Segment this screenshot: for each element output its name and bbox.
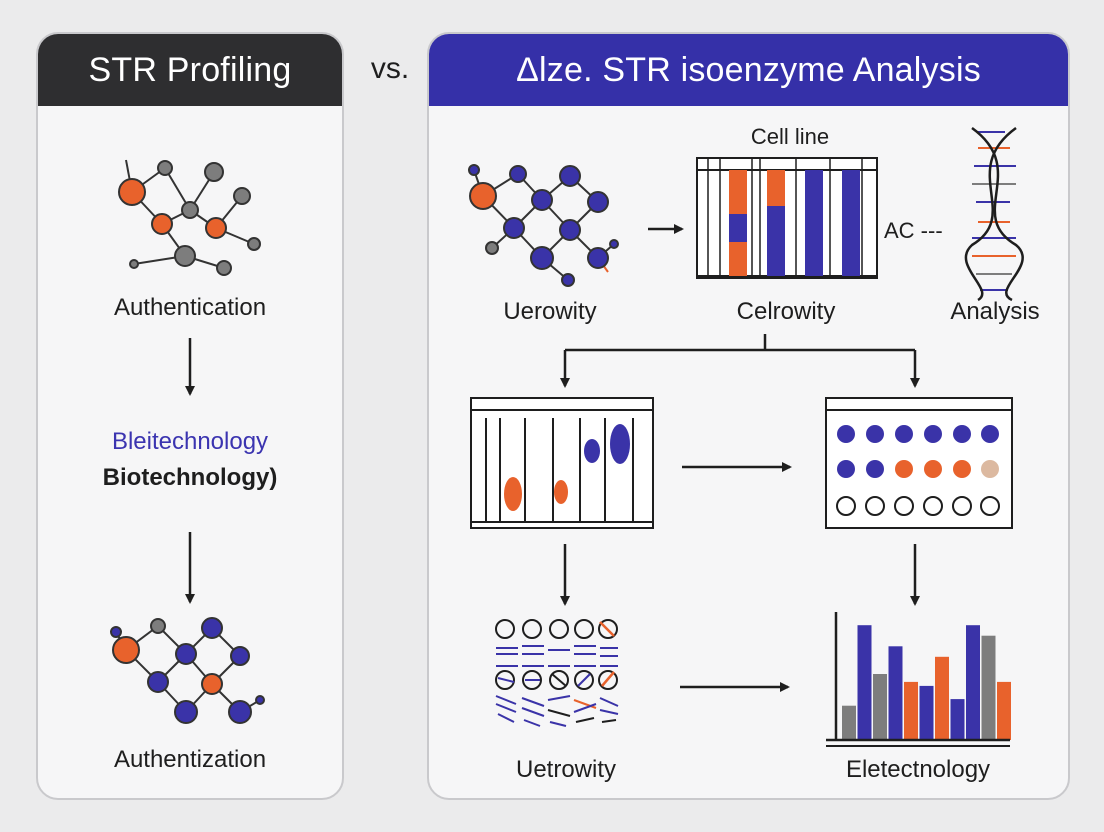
- authentication-label: Authentication: [113, 294, 267, 321]
- pattern-grid-icon: [495, 619, 619, 727]
- isoenzyme-analysis-header: Δlze. STR isoenzyme Analysis: [429, 34, 1068, 106]
- molecule-network-bottom-icon: [110, 617, 265, 724]
- bar-3: [873, 674, 887, 740]
- analysis-label: Analysis: [950, 298, 1040, 325]
- bar-5: [904, 681, 918, 740]
- molecule-network-top-icon: [118, 159, 261, 276]
- gel-bands-panel: [470, 397, 654, 529]
- bar-10: [981, 635, 996, 740]
- dna-helix-icon: [964, 126, 1024, 302]
- cell-line-label: Cell line: [750, 124, 830, 149]
- ac-label: AC ---: [884, 218, 943, 243]
- celrowity-label: Celrowity: [736, 298, 836, 325]
- bar-1: [842, 705, 856, 740]
- bar-2: [857, 625, 872, 740]
- bar-4: [888, 646, 903, 740]
- bleitechnology-label: Bleitechnology: [111, 428, 269, 455]
- bar-11: [997, 681, 1011, 740]
- authentization-label: Authentization: [113, 746, 267, 773]
- uerowity-label: Uerowity: [503, 298, 597, 325]
- str-profiling-panel: STR Profiling: [36, 32, 344, 800]
- split-connector: [560, 334, 920, 388]
- bar-7: [935, 656, 949, 740]
- molecule-network-right-icon: [468, 164, 619, 287]
- vs-text: vs.: [370, 52, 410, 85]
- bar-8: [950, 699, 965, 740]
- bar-9: [966, 625, 980, 740]
- bar-6: [919, 685, 934, 740]
- bar-chart: [826, 612, 1011, 747]
- str-profiling-header: STR Profiling: [38, 34, 342, 106]
- dot-plate-panel: [825, 397, 1013, 529]
- biotechnology-label: Biotechnology): [102, 464, 278, 491]
- eletectnology-label: Eletectnology: [845, 756, 991, 783]
- uetrowity-label: Uetrowity: [515, 756, 617, 783]
- gel-electrophoresis-icon: [696, 157, 878, 279]
